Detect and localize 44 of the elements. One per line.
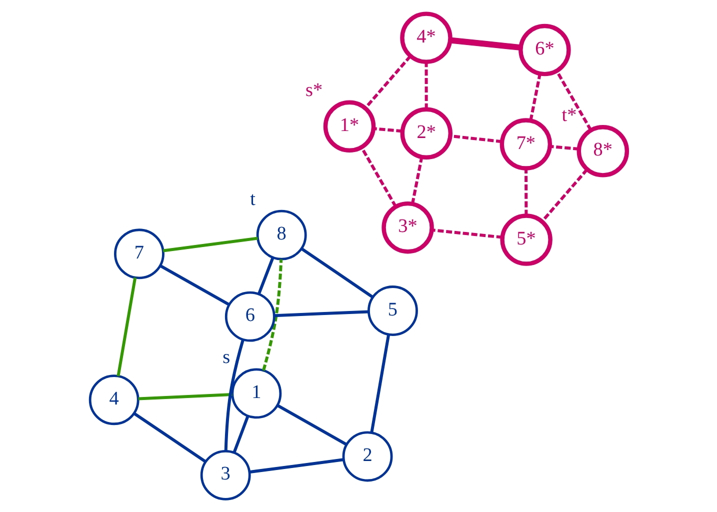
node-circle: 5*	[500, 213, 552, 266]
connector	[300, 247, 374, 298]
connector	[116, 276, 137, 376]
node-circle: 3*	[382, 200, 434, 254]
node-label: t*	[562, 104, 577, 126]
connector	[133, 412, 207, 462]
connector	[424, 61, 428, 109]
connector	[159, 264, 230, 306]
connector	[232, 415, 250, 453]
connector	[250, 458, 344, 473]
connector	[529, 73, 542, 120]
node-circle: 5	[368, 285, 418, 336]
connector	[524, 168, 528, 216]
node-circle: 6	[224, 290, 276, 342]
node-circle: 7	[114, 228, 164, 279]
connector	[550, 144, 580, 150]
connector	[276, 404, 348, 446]
connector	[374, 126, 402, 132]
connector	[364, 54, 412, 109]
connector	[162, 236, 258, 252]
node-circle: 2	[342, 430, 393, 482]
node-circle: 3	[200, 449, 251, 500]
connector	[224, 338, 244, 451]
connector	[450, 36, 522, 50]
node-circle: 8*	[576, 124, 630, 177]
connector	[262, 258, 283, 370]
connector	[370, 334, 390, 432]
node-circle: 4*	[400, 11, 452, 64]
node-circle: 8	[256, 209, 307, 260]
node-circle: 1	[231, 368, 282, 418]
connector	[274, 310, 369, 317]
connector	[411, 156, 424, 204]
node-circle: 6*	[518, 23, 571, 76]
node-circle: 7*	[500, 118, 552, 170]
node-circle: 1*	[323, 100, 376, 152]
node-label: s*	[306, 80, 323, 101]
node-circle: 2*	[400, 106, 453, 159]
node-label: s	[222, 346, 230, 368]
connector	[541, 168, 588, 222]
connector	[258, 256, 274, 294]
connector	[138, 392, 232, 400]
connector	[432, 228, 502, 238]
node-label: t	[250, 188, 256, 210]
node-circle: 4	[88, 374, 140, 425]
